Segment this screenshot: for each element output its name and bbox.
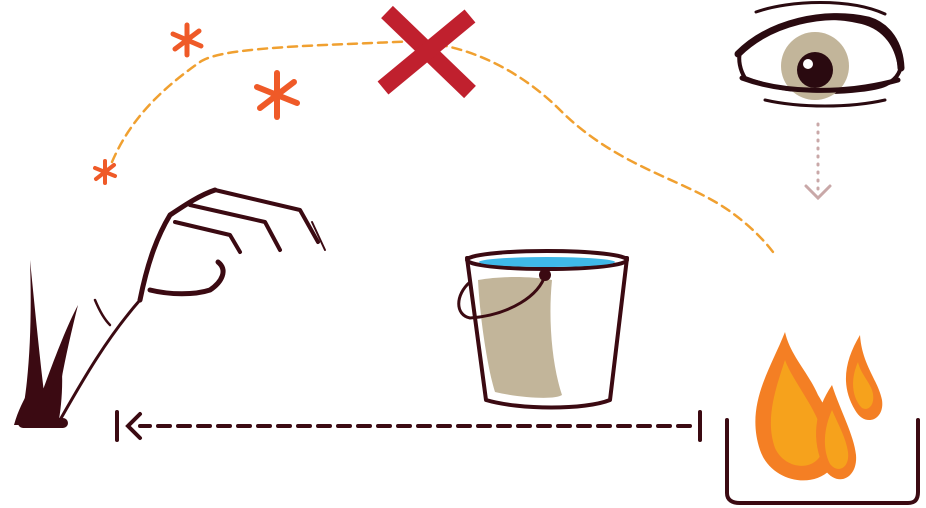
dotted-arrow-down-icon <box>806 124 830 198</box>
sparkle-icon <box>173 25 201 55</box>
dashed-arrow-left-icon <box>117 412 700 440</box>
sparkle-icon <box>95 161 115 183</box>
fire-icon <box>727 332 918 503</box>
eye-icon <box>738 3 901 107</box>
water-bucket-icon <box>459 251 627 408</box>
x-mark-icon <box>383 12 470 92</box>
hand-icon <box>60 190 325 420</box>
sparkle-icon <box>257 73 297 117</box>
